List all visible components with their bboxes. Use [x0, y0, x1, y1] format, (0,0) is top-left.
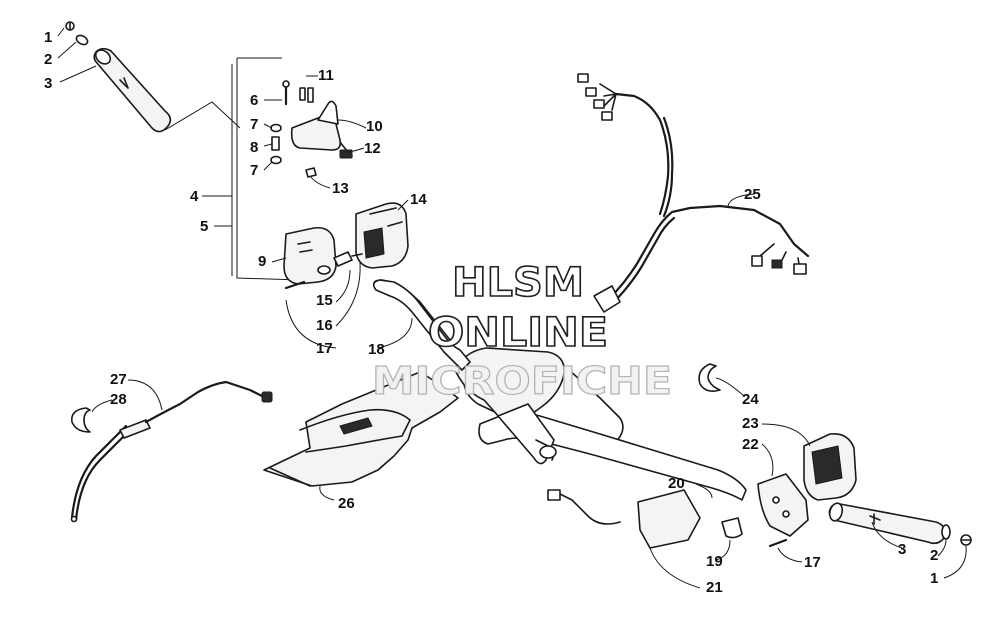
watermark-line-2: ONLINE [428, 310, 608, 356]
right-handgrip [828, 502, 972, 546]
callout-3-right: 3 [898, 541, 906, 558]
callout-5: 5 [200, 218, 208, 235]
callout-7-bottom: 7 [250, 162, 258, 179]
callout-25: 25 [744, 186, 761, 203]
leader-lines [57, 27, 967, 589]
callout-24: 24 [742, 391, 759, 408]
callout-9: 9 [258, 253, 266, 270]
callout-18: 18 [368, 341, 385, 358]
handlebar [372, 279, 747, 501]
right-switch-assembly [547, 363, 857, 549]
callout-7-top: 7 [250, 116, 258, 133]
callout-27: 27 [110, 371, 127, 388]
callout-17-right: 17 [804, 554, 821, 571]
callout-3-left: 3 [44, 75, 52, 92]
callout-14: 14 [410, 191, 427, 208]
left-handgrip [65, 21, 172, 133]
callout-20: 20 [668, 475, 685, 492]
callout-23: 23 [742, 415, 759, 432]
callout-8: 8 [250, 139, 258, 156]
watermark-line-1: HLSM [452, 260, 584, 306]
callout-19: 19 [706, 553, 723, 570]
handlebar-pad [263, 371, 459, 487]
switch-housing-bracket-outline [164, 57, 301, 281]
callout-labels: 1 2 3 4 5 6 7 8 7 9 10 11 12 13 14 15 16… [44, 29, 938, 596]
callout-22: 22 [742, 436, 759, 453]
callout-16: 16 [316, 317, 333, 334]
callout-4: 4 [190, 188, 199, 205]
callout-6: 6 [250, 92, 258, 109]
watermark: HLSM ONLINE MICROFICHE [371, 259, 672, 403]
callout-28: 28 [110, 391, 127, 408]
switch-housing [355, 202, 409, 269]
callout-13: 13 [332, 180, 349, 197]
throttle-lever-assembly [270, 80, 353, 178]
callout-12: 12 [364, 140, 381, 157]
callout-10: 10 [366, 118, 383, 135]
callout-1-left: 1 [44, 29, 52, 46]
callout-2-right: 2 [930, 547, 938, 564]
callout-1-right: 1 [930, 570, 938, 587]
callout-17-left: 17 [316, 340, 333, 357]
callout-26: 26 [338, 495, 355, 512]
watermark-line-3: MICROFICHE [372, 359, 672, 403]
callout-2-left: 2 [44, 51, 52, 68]
callout-15: 15 [316, 292, 333, 309]
callout-11: 11 [318, 67, 334, 84]
wiring-harness [577, 73, 810, 313]
throttle-cable [70, 380, 273, 523]
callout-21: 21 [706, 579, 723, 596]
throttle-housing [283, 226, 363, 290]
